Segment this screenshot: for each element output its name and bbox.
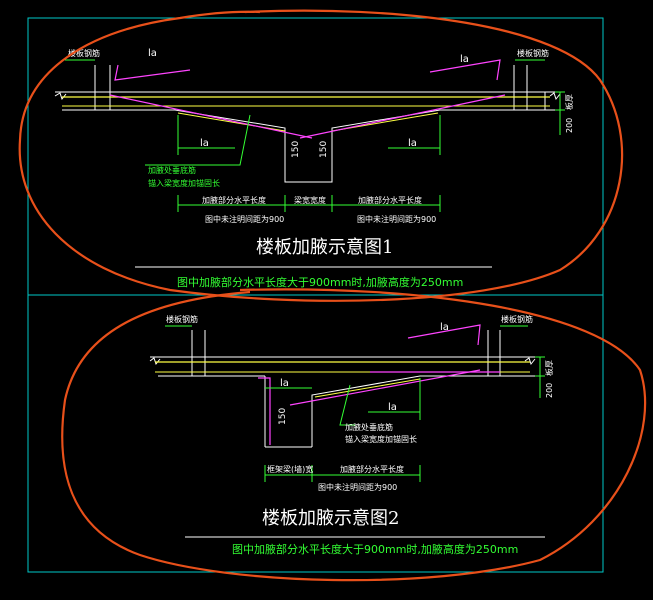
fig1-haunch-height-right: 150 [319, 141, 329, 158]
fig2-dim-left: 框架梁(墙)宽 [267, 464, 313, 474]
fig2-callout-right: 楼板钢筋 [501, 314, 533, 324]
figure-2: 楼板钢筋 楼板钢筋 la la la 150 板厚 200 加腋处垂底筋 锚入梁… [149, 314, 554, 556]
fig2-slab-thickness-bottom: 200 [545, 383, 554, 398]
fig1-lap-top-left: la [148, 48, 157, 59]
fig2-spacing: 图中未注明间距为900 [318, 482, 397, 492]
fig1-haunch-height-left: 150 [291, 141, 301, 158]
fig1-slab-thickness-top: 板厚 [564, 94, 574, 110]
fig2-note-line1: 加腋处垂底筋 [345, 422, 393, 432]
fig1-spacing-left: 图中未注明间距为900 [205, 214, 284, 224]
fig1-note-line2: 锚入梁宽度加锚固长 [148, 178, 220, 188]
markup-ellipse-top [18, 9, 624, 302]
fig1-dim-left: 加腋部分水平长度 [202, 195, 266, 205]
fig1-anchor-bars [109, 59, 506, 139]
fig2-dim-right: 加腋部分水平长度 [340, 464, 404, 474]
fig2-haunch-rebar [314, 378, 421, 398]
fig1-subtitle: 图中加腋部分水平长度大于900mm时,加腋高度为250mm [177, 275, 463, 289]
fig2-lap-top: la [440, 322, 449, 333]
fig1-lap-top-right: la [460, 54, 469, 65]
fig2-title: 楼板加腋示意图2 [262, 508, 399, 529]
fig2-haunch-height: 150 [278, 408, 288, 425]
figure-1: 楼板钢筋 楼板钢筋 la la la la 150 150 板厚 200 加腋处… [54, 48, 574, 289]
fig2-note-line2: 锚入梁宽度加锚固长 [345, 434, 417, 444]
fig1-title: 楼板加腋示意图1 [256, 237, 393, 258]
fig2-subtitle: 图中加腋部分水平长度大于900mm时,加腋高度为250mm [232, 542, 518, 556]
fig1-slab [54, 65, 561, 183]
fig2-lap-bottom-left: la [280, 378, 289, 389]
fig1-callout-right: 楼板钢筋 [517, 48, 549, 58]
fig1-lap-bottom-left: la [200, 138, 209, 149]
fig1-callout-left: 楼板钢筋 [68, 48, 100, 58]
markup-ellipse-bottom [61, 288, 647, 582]
fig1-dim-mid: 梁宽宽度 [294, 195, 326, 205]
fig2-callout-left: 楼板钢筋 [166, 314, 198, 324]
fig2-lap-bottom-right: la [388, 402, 397, 413]
fig1-dim-right: 加腋部分水平长度 [358, 195, 422, 205]
fig2-slab [149, 330, 536, 448]
fig2-slab-thickness-top: 板厚 [544, 360, 554, 376]
fig1-lap-bottom-right: la [408, 138, 417, 149]
fig1-haunch-rebar [177, 112, 439, 132]
fig1-spacing-right: 图中未注明间距为900 [357, 214, 436, 224]
fig2-dimensions [165, 325, 545, 482]
fig1-note-line1: 加腋处垂底筋 [148, 165, 196, 175]
fig2-anchor-bars [258, 324, 500, 445]
fig1-slab-thickness-bottom: 200 [565, 118, 574, 133]
fig1-dimensions [65, 59, 565, 212]
